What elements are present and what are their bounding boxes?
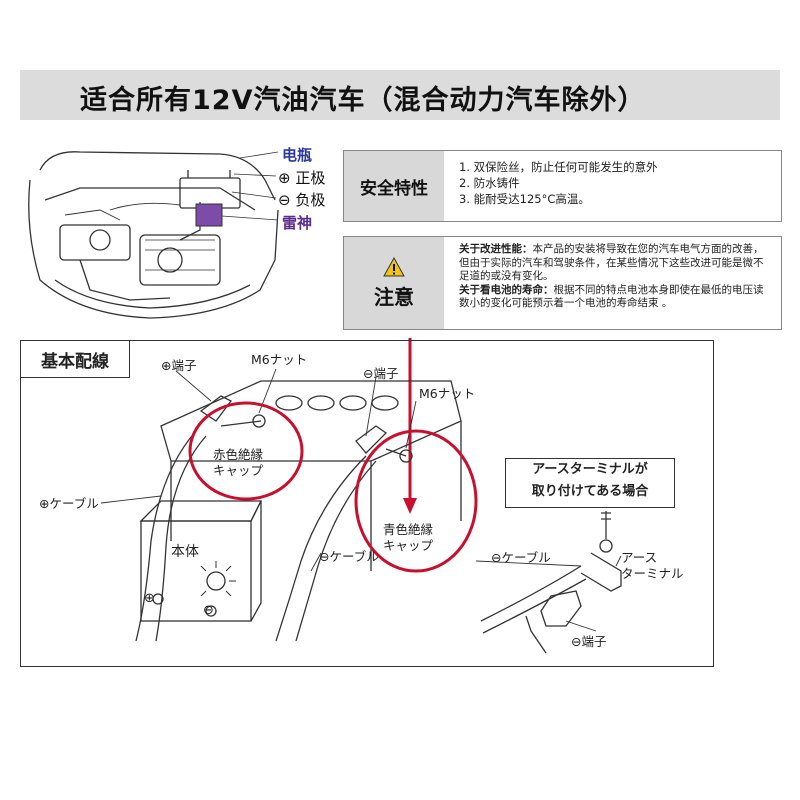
blue-cap-highlight xyxy=(354,429,478,573)
pos-terminal-label: ⊕端子 xyxy=(161,358,197,373)
wiring-title: 基本配線 xyxy=(21,341,130,378)
header-banner: 适合所有12V汽油汽车（混合动力汽车除外） xyxy=(20,70,780,120)
red-arrow xyxy=(403,338,417,514)
thunder-device xyxy=(195,203,223,227)
body-positive-mark: ⊕ xyxy=(144,591,155,606)
safety-list: 1. 双保险丝，防止任何可能发生的意外 2. 防水铸件 3. 能耐受达125°C… xyxy=(459,159,773,207)
body-label: 本体 xyxy=(171,544,199,560)
wiring-diagram: 基本配線 xyxy=(20,340,714,667)
m6-nut-label-1: M6ナット xyxy=(251,352,308,367)
warning-icon xyxy=(383,256,405,276)
improvement-note: 关于改进性能：本产品的安装将导致在您的汽车电气方面的改善，但由于实际的汽车和驾驶… xyxy=(459,243,773,284)
safety-title: 安全特性 xyxy=(360,178,428,199)
earth-terminal-label-1: アース xyxy=(621,550,658,565)
notice-header: 注意 xyxy=(344,237,444,329)
improvement-label: 关于改进性能： xyxy=(459,243,533,255)
neg-terminal-label: ⊖端子 xyxy=(363,366,399,381)
inset-neg-terminal-label: ⊖端子 xyxy=(571,634,607,649)
inset-neg-cable-label: ⊖ケーブル xyxy=(491,550,551,565)
safety-item: 2. 防水铸件 xyxy=(459,176,520,190)
safety-item: 3. 能耐受达125°C高温。 xyxy=(459,192,590,206)
improvement-text: 本产品的安装将导致在您的汽车电气方面的改善，但由于实际的汽车和驾驶条件，在某些情… xyxy=(459,243,764,282)
battery-label: 电瓶 xyxy=(282,146,313,164)
safety-item: 1. 双保险丝，防止任何可能发生的意外 xyxy=(459,160,658,174)
car-engine-illustration: 电瓶 ⊕ 正极 ⊖ 负极 雷神 xyxy=(20,140,350,330)
inset-title-line-1: アースターミナルが xyxy=(532,462,648,477)
notice-panel: 注意 关于改进性能：本产品的安装将导致在您的汽车电气方面的改善，但由于实际的汽车… xyxy=(343,236,782,330)
safety-panel: 安全特性 1. 双保险丝，防止任何可能发生的意外 2. 防水铸件 3. 能耐受达… xyxy=(343,150,782,222)
earth-terminal-inset-title: アースターミナルが 取り付けてある場合 xyxy=(505,458,675,508)
earth-terminal-label-2: ターミナル xyxy=(621,566,684,581)
positive-label: ⊕ 正极 xyxy=(278,169,326,187)
safety-header: 安全特性 xyxy=(344,151,444,221)
notice-text: 关于改进性能：本产品的安装将导致在您的汽车电气方面的改善，但由于实际的汽车和驾驶… xyxy=(459,243,773,311)
notice-title: 注意 xyxy=(374,284,414,309)
blue-cap-label-2: キャップ xyxy=(383,538,434,553)
red-cap-highlight xyxy=(188,401,304,501)
pos-cable-label: ⊕ケーブル xyxy=(39,496,99,511)
battery-life-note: 关于看电池的寿命：根据不同的特点电池本身即使在最低的电压读数小的变化可能预示着一… xyxy=(459,284,773,311)
m6-nut-label-2: M6ナット xyxy=(419,386,476,401)
inset-title-line-2: 取り付けてある場合 xyxy=(531,484,649,499)
page-title: 适合所有12V汽油汽车（混合动力汽车除外） xyxy=(80,85,646,116)
battery-life-label: 关于看电池的寿命： xyxy=(459,283,554,296)
battery-life-text: 根据不同的特点电池本身即使在最低的电压读数小的变化可能预示着一个电池的寿命结束 … xyxy=(459,283,764,310)
blue-cap-label-1: 青色絶縁 xyxy=(383,522,434,537)
thunder-label: 雷神 xyxy=(282,214,313,232)
red-cap-label-1: 赤色絶縁 xyxy=(213,447,264,462)
car-engine-drawing xyxy=(28,151,279,319)
negative-label: ⊖ 负极 xyxy=(278,191,326,209)
red-cap-label-2: キャップ xyxy=(213,463,264,478)
wiring-drawing xyxy=(100,368,622,654)
body-negative-mark: ⊖ xyxy=(203,603,214,618)
neg-cable-label: ⊖ケーブル xyxy=(319,549,379,564)
